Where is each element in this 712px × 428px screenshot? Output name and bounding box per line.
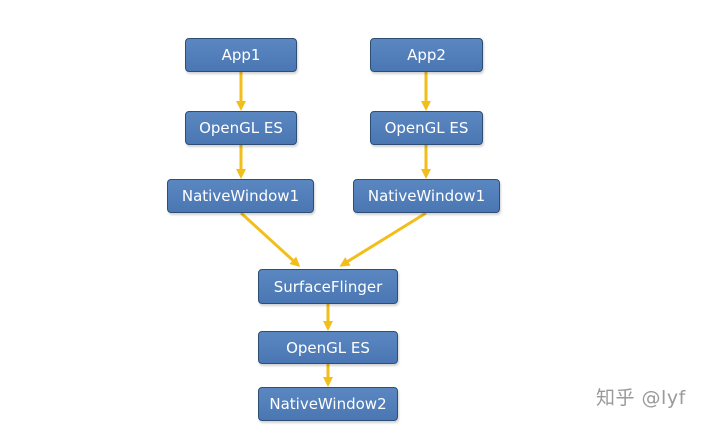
node-nativewindow1-right: NativeWindow1: [353, 179, 500, 213]
node-opengl-es-right: OpenGL ES: [370, 111, 483, 145]
node-opengl-es-bottom: OpenGL ES: [258, 331, 398, 364]
arrow-nativewindow-left-to-surfaceflinger: [239, 211, 301, 268]
node-nativewindow2: NativeWindow2: [258, 387, 398, 421]
node-app1: App1: [185, 38, 297, 72]
node-opengl-es-left: OpenGL ES: [185, 111, 297, 145]
watermark-text: 知乎 @lyf: [596, 387, 686, 409]
node-surfaceflinger: SurfaceFlinger: [258, 269, 398, 304]
node-nativewindow1-left: NativeWindow1: [167, 179, 314, 213]
node-app2: App2: [370, 38, 483, 72]
arrow-nativewindow-right-to-surfaceflinger: [339, 211, 427, 267]
